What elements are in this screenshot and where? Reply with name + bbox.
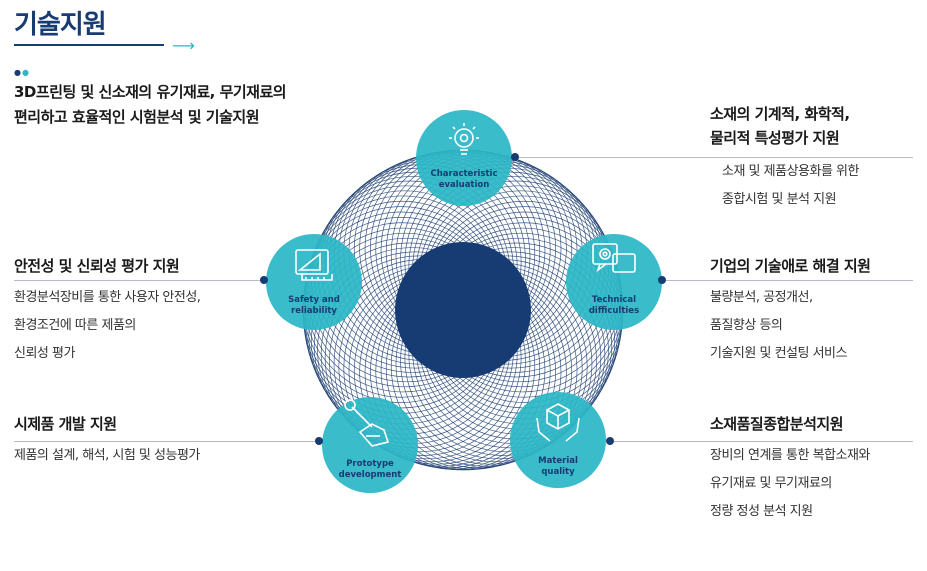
dots-icon: ●●	[14, 68, 30, 77]
node-label-2: quality	[541, 467, 575, 477]
node-prototype: Prototype development	[315, 397, 418, 493]
center-core	[395, 242, 531, 378]
wrench-hand-icon	[344, 399, 390, 447]
intro-line-1: 3D프린팅 및 신소재의 유기재료, 무기재료의	[14, 83, 287, 101]
desc-line: 불량분석, 공정개선,	[710, 290, 813, 305]
node-label-2: reliability	[291, 306, 337, 316]
section-safety-reliability: 안전성 및 신뢰성 평가 지원 환경분석장비를 통한 사용자 안전성, 환경조건…	[14, 254, 269, 368]
node-label-2: difficulties	[589, 306, 639, 316]
connector-line-right-2	[662, 280, 913, 281]
section-description: 소재 및 제품상용화를 위한 종합시험 및 분석 지원	[710, 158, 915, 214]
connector-dot	[260, 276, 268, 284]
desc-line: 품질향상 등의	[710, 318, 783, 333]
intro-text: 3D프린팅 및 신소재의 유기재료, 무기재료의 편리하고 효율적인 시험분석 …	[14, 80, 287, 130]
section-title-line-1: 소재품질종합분석지원	[710, 415, 844, 433]
node-label-1: Technical	[592, 295, 636, 305]
mesh-ring	[320, 255, 518, 453]
title-underline	[14, 44, 164, 46]
section-title: 시제품 개발 지원	[14, 415, 117, 433]
page-title: 기술지원	[14, 10, 107, 40]
connector-dot	[511, 153, 519, 161]
intro-line-2: 편리하고 효율적인 시험분석 및 기술지원	[14, 108, 260, 126]
section-title-line-1: 기업의 기술애로 해결 지원	[710, 257, 871, 275]
section-prototype: 시제품 개발 지원 제품의 설계, 해석, 시험 및 성능평가	[14, 412, 304, 470]
desc-line: 종합시험 및 분석 지원	[722, 192, 837, 207]
node-safety: Safety and reliability	[260, 234, 362, 330]
desc-line: 환경분석장비를 통한 사용자 안전성,	[14, 290, 201, 305]
arrow-right-icon: ⟶	[172, 36, 195, 55]
hands-cube-icon	[536, 403, 580, 442]
node-label-2: development	[339, 470, 402, 480]
node-label-1: Material	[538, 456, 578, 466]
ruler-triangle-icon	[295, 249, 333, 281]
desc-line: 소재 및 제품상용화를 위한	[722, 164, 859, 179]
section-description: 환경분석장비를 통한 사용자 안전성, 환경조건에 따른 제품의 신뢰성 평가	[14, 284, 269, 368]
section-description: 불량분석, 공정개선, 품질향상 등의 기술지원 및 컨설팅 서비스	[710, 284, 915, 368]
desc-line: 장비의 연계를 통한 복합소재와	[710, 448, 870, 463]
section-characteristic: 소재의 기계적, 화학적, 물리적 특성평가 지원 소재 및 제품상용화를 위한…	[710, 102, 915, 214]
section-title: 안전성 및 신뢰성 평가 지원	[14, 257, 180, 275]
section-material: 소재품질종합분석지원 장비의 연계를 통한 복합소재와 유기재료 및 무기재료의…	[710, 412, 920, 526]
connector-line-right-3	[610, 441, 913, 442]
section-technical: 기업의 기술애로 해결 지원 불량분석, 공정개선, 품질향상 등의 기술지원 …	[710, 254, 915, 368]
node-characteristic: Characteristic evaluation	[416, 110, 519, 206]
section-title-line-1: 소재의 기계적, 화학적,	[710, 105, 850, 123]
chat-gear-icon	[592, 243, 636, 273]
connector-line-left-2	[14, 441, 319, 442]
section-description: 장비의 연계를 통한 복합소재와 유기재료 및 무기재료의 정량 정성 분석 지…	[710, 442, 920, 526]
desc-line: 환경조건에 따른 제품의	[14, 318, 136, 333]
desc-line: 제품의 설계, 해석, 시험 및 성능평가	[14, 448, 200, 463]
connector-dot	[606, 437, 614, 445]
section-description: 제품의 설계, 해석, 시험 및 성능평가	[14, 442, 304, 470]
connector-line-right-1	[515, 157, 913, 158]
desc-line: 신뢰성 평가	[14, 346, 75, 361]
node-label-1: Safety and	[288, 295, 340, 305]
node-label-1: Characteristic	[431, 169, 498, 179]
mesh-ring	[408, 255, 606, 453]
lightbulb-gear-icon	[449, 123, 479, 155]
desc-line: 기술지원 및 컨설팅 서비스	[710, 346, 847, 361]
node-technical: Technical difficulties	[566, 234, 666, 330]
connector-dot	[658, 276, 666, 284]
connector-line-left-1	[14, 280, 264, 281]
desc-line: 유기재료 및 무기재료의	[710, 476, 832, 491]
node-material: Material quality	[510, 392, 614, 488]
node-label-2: evaluation	[439, 180, 490, 190]
section-title-line-2: 물리적 특성평가 지원	[710, 129, 840, 147]
desc-line: 정량 정성 분석 지원	[710, 504, 813, 519]
connector-dot	[315, 437, 323, 445]
node-label-1: Prototype	[346, 459, 394, 469]
